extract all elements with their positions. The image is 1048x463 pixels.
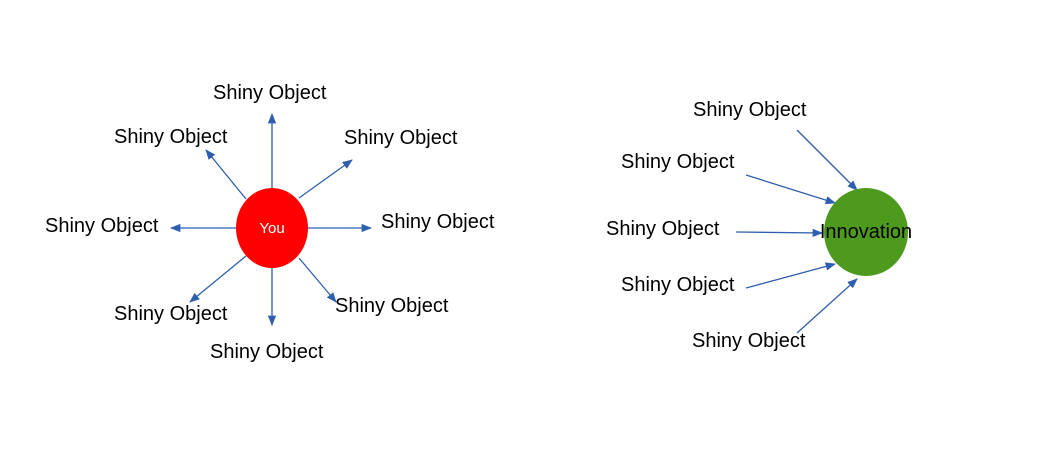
arrow-in-5 — [796, 278, 858, 334]
innovation-node: Innovation — [820, 188, 912, 276]
shiny-object-label: Shiny Object — [692, 330, 806, 352]
shiny-object-label: Shiny Object — [381, 211, 495, 233]
you-node: You — [236, 188, 308, 268]
shiny-object-label: Shiny Object — [335, 295, 449, 317]
arrow-in-3 — [735, 228, 824, 238]
arrow-up-left — [205, 149, 247, 200]
arrow-down-right — [298, 257, 337, 303]
arrow-in-1 — [796, 129, 858, 191]
shiny-object-label: Shiny Object — [344, 127, 458, 149]
shiny-object-label: Shiny Object — [114, 126, 228, 148]
shiny-object-label: Shiny Object — [210, 341, 324, 363]
innovation-label: Innovation — [819, 220, 913, 243]
you-label: You — [259, 219, 285, 237]
shiny-object-label: Shiny Object — [606, 218, 720, 240]
arrow-in-2 — [745, 174, 836, 205]
shiny-object-label: Shiny Object — [693, 99, 807, 121]
shiny-object-label: Shiny Object — [621, 274, 735, 296]
arrow-up-right — [298, 159, 353, 199]
shiny-object-label: Shiny Object — [45, 215, 159, 237]
arrow-down-left — [189, 255, 247, 303]
shiny-object-label: Shiny Object — [213, 82, 327, 104]
arrow-in-4 — [745, 262, 837, 289]
shiny-object-label: Shiny Object — [114, 303, 228, 325]
shiny-object-label: Shiny Object — [621, 151, 735, 173]
